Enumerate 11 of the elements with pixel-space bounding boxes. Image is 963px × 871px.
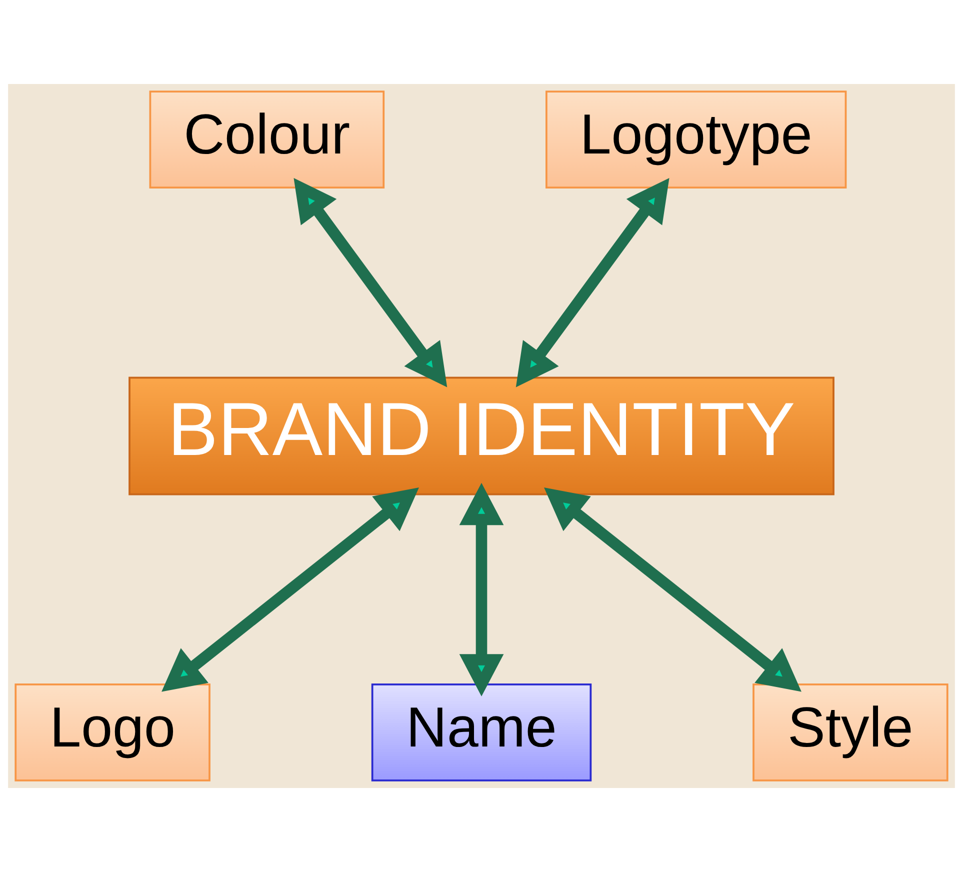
node-box: Colour xyxy=(149,90,385,188)
node-box: BRAND IDENTITY xyxy=(128,376,834,495)
node-box: Logo xyxy=(14,683,210,781)
arrow xyxy=(544,486,802,692)
node-box: Name xyxy=(371,683,592,781)
arrow xyxy=(459,482,504,696)
arrow xyxy=(162,486,419,692)
arrow xyxy=(516,178,670,387)
node-box: Style xyxy=(752,683,948,781)
node-box: Logotype xyxy=(546,90,847,188)
arrow xyxy=(294,178,448,387)
